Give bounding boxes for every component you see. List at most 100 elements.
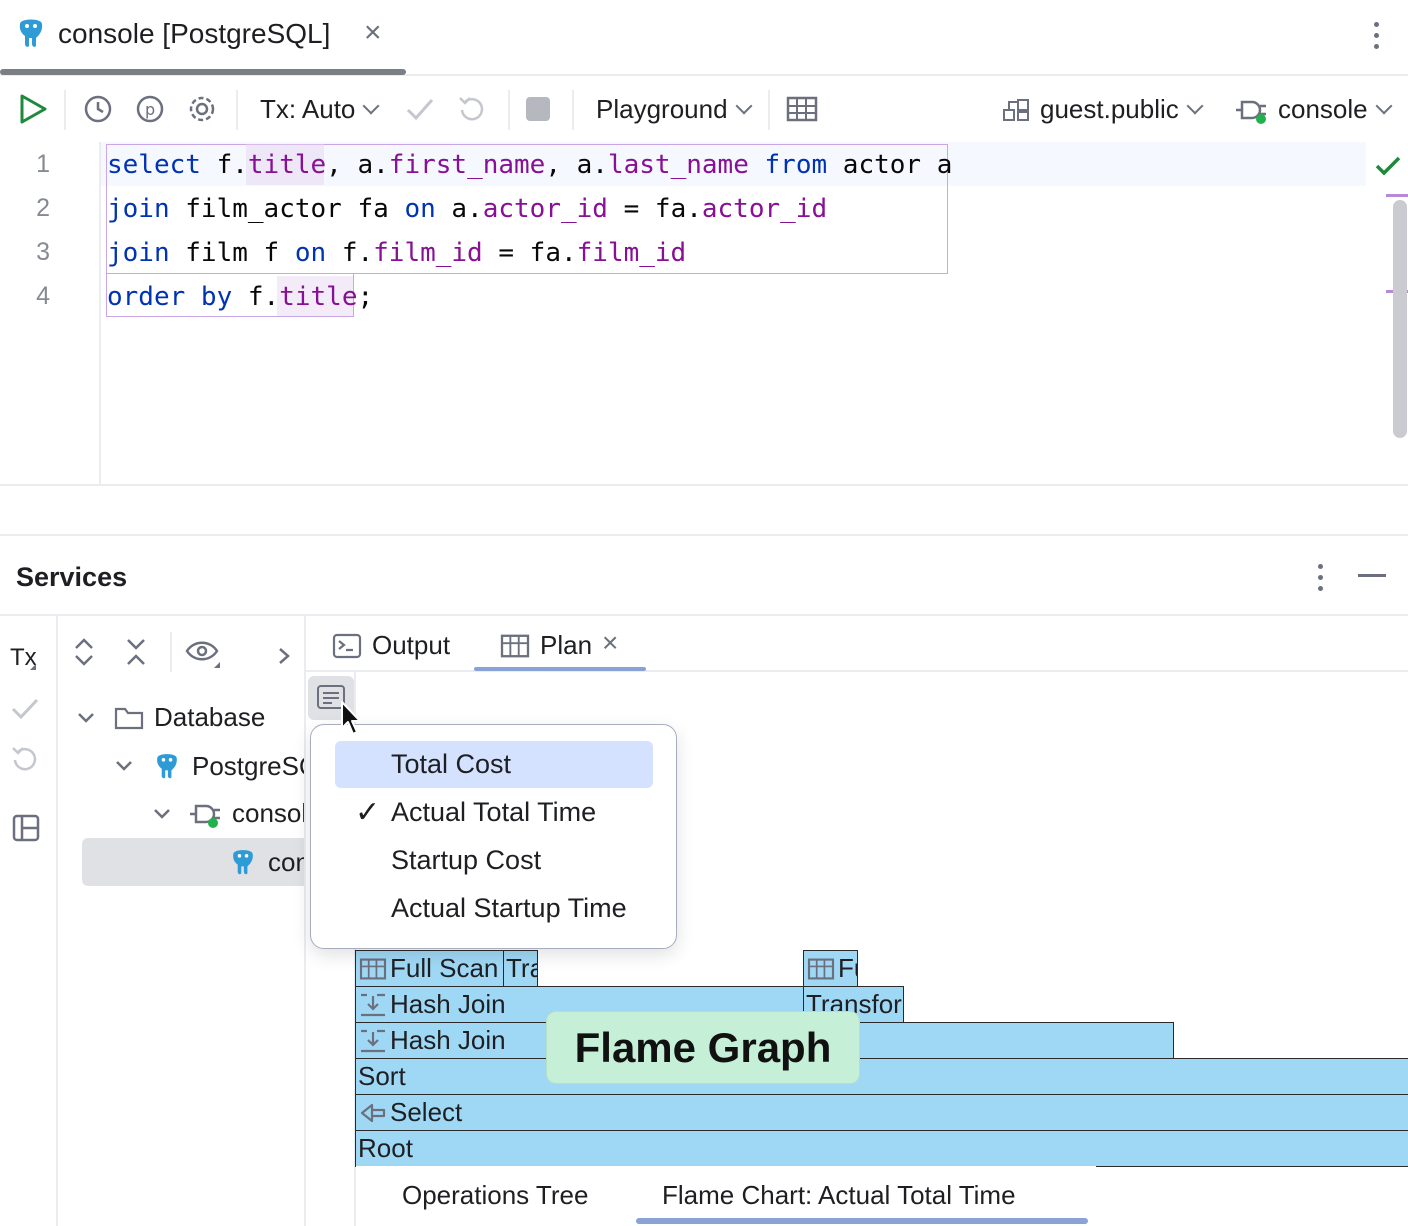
select-arrow-icon [360, 1103, 386, 1122]
tree-item-label: PostgreSQL [192, 750, 304, 781]
sql-keyword: from [764, 150, 828, 180]
tree-item-database[interactable]: Database [76, 702, 265, 733]
menu-item-total-cost[interactable]: Total Cost [335, 741, 653, 788]
plan-view-tabs: Operations Tree Flame Chart: Actual Tota… [356, 1166, 1096, 1226]
sql-text: , a. [326, 150, 389, 180]
line-number: 4 [36, 282, 50, 310]
eye-icon[interactable] [184, 638, 222, 675]
checkmark-icon: ✓ [355, 795, 381, 830]
commit-icon[interactable] [405, 96, 435, 131]
editor-toolbar: p Tx: Auto Playground guest.public conso… [0, 78, 1408, 142]
layout-icon[interactable] [12, 814, 40, 849]
tab-output[interactable]: Output [332, 630, 450, 661]
scroll-marker [1386, 194, 1408, 197]
session-icon [1234, 96, 1268, 124]
tree-item-console[interactable]: console [228, 846, 306, 878]
flame-node-transform[interactable]: Transform [503, 950, 538, 987]
postgresql-icon [233, 850, 253, 875]
sql-text: ; [357, 282, 374, 312]
transaction-strip: Tx [0, 616, 58, 1226]
history-icon[interactable] [83, 94, 113, 131]
current-line-highlight [101, 142, 1366, 186]
tab-plan[interactable]: Plan × [500, 626, 619, 661]
postgresql-icon [157, 754, 177, 779]
expand-all-icon[interactable] [72, 636, 96, 675]
console-icon [332, 633, 362, 658]
settings-gear-icon[interactable] [187, 94, 217, 131]
schema-dropdown[interactable]: guest.public [1002, 94, 1204, 125]
editor-tab-title[interactable]: console [PostgreSQL] [58, 18, 331, 49]
chevron-down-icon [154, 808, 170, 819]
sql-text: a. [435, 194, 483, 224]
chevron-down-icon [1375, 97, 1393, 114]
statement-highlight [106, 144, 948, 274]
identifier-highlight [277, 276, 353, 316]
active-tab-indicator [636, 1218, 1088, 1224]
result-tabs: Output Plan × [306, 616, 1408, 672]
menu-item-startup-cost[interactable]: Startup Cost [391, 845, 542, 875]
list-settings-icon [317, 685, 345, 709]
menu-item-actual-total-time[interactable]: ✓ Actual Total Time [355, 795, 597, 830]
code-line[interactable]: select f.title, a.first_name, a.last_nam… [107, 150, 952, 180]
chevron-right-icon[interactable] [276, 642, 292, 673]
minimize-icon[interactable] [1358, 574, 1386, 577]
hash-join-icon [361, 1029, 385, 1052]
tab-operations-tree[interactable]: Operations Tree [402, 1180, 589, 1210]
more-options-icon[interactable] [1362, 18, 1390, 52]
sql-keyword: join [107, 194, 170, 224]
sql-keyword: on [294, 238, 327, 268]
playground-dropdown[interactable]: Playground [596, 94, 753, 125]
flame-node-root[interactable]: Root [355, 1130, 1408, 1167]
sql-text: f. [326, 238, 374, 268]
active-tab-indicator [474, 667, 646, 671]
tab-flame-chart[interactable]: Flame Chart: Actual Total Time [662, 1180, 1016, 1210]
close-tab-icon[interactable]: × [364, 16, 382, 49]
selected-row-highlight [82, 838, 304, 886]
line-number: 2 [36, 194, 50, 222]
rollback-icon[interactable] [10, 744, 40, 781]
close-tab-icon[interactable]: × [602, 626, 619, 658]
services-tree: Database PostgreSQL console console [58, 616, 306, 1226]
tab-label: Output [372, 630, 451, 660]
run-icon[interactable] [18, 93, 48, 132]
code-line[interactable]: order by f.title; [107, 282, 373, 312]
chevron-down-icon [735, 97, 753, 114]
sql-field: film_id [576, 238, 687, 268]
code-line[interactable]: join film_actor fa on a.actor_id = fa.ac… [107, 194, 827, 224]
menu-item-actual-startup-time[interactable]: Actual Startup Time [391, 893, 627, 923]
code-line[interactable]: join film f on f.film_id = fa.film_id [107, 238, 686, 268]
sql-text: film f [169, 238, 295, 268]
tab-label: Plan [540, 630, 593, 660]
tree-item-console-session[interactable]: console [152, 798, 304, 829]
more-options-icon[interactable] [1306, 560, 1334, 594]
session-dropdown[interactable]: console [1234, 94, 1393, 125]
sql-text: = fa. [607, 194, 702, 224]
rollback-icon[interactable] [457, 94, 487, 131]
sql-text [749, 150, 765, 180]
no-problems-check-icon [1374, 154, 1402, 185]
transaction-mode-dropdown[interactable]: Tx: Auto [260, 94, 380, 125]
sql-editor[interactable]: 1 2 3 4 select f.title, a.first_name, a.… [0, 142, 1408, 486]
chevron-down-icon [116, 761, 132, 771]
svg-text:p: p [145, 100, 155, 119]
sql-keyword: order by [107, 282, 233, 312]
sql-field: title [247, 150, 327, 180]
editor-scrollbar[interactable] [1393, 200, 1407, 438]
sql-field: last_name [607, 150, 749, 180]
tree-item-label: Database [154, 702, 266, 732]
chevron-down-icon [78, 712, 94, 723]
stop-icon[interactable] [526, 97, 550, 121]
flame-node-sort[interactable]: Sort [355, 1058, 1408, 1095]
sql-text: f. [232, 282, 280, 312]
commit-icon[interactable] [10, 696, 40, 729]
flame-node-full-scan[interactable]: Full Scan [803, 950, 858, 987]
parameters-icon[interactable]: p [135, 94, 165, 131]
flame-node-full-scan[interactable]: Full Scan [355, 950, 505, 987]
tree-item-label: console [268, 846, 306, 877]
tree-item-postgresql[interactable]: PostgreSQL [114, 750, 304, 782]
flame-node-select[interactable]: Select [355, 1094, 1408, 1131]
sql-keyword: select [107, 150, 201, 180]
result-table-icon[interactable] [786, 95, 818, 130]
sql-keyword: join [107, 238, 170, 268]
collapse-all-icon[interactable] [124, 636, 148, 675]
